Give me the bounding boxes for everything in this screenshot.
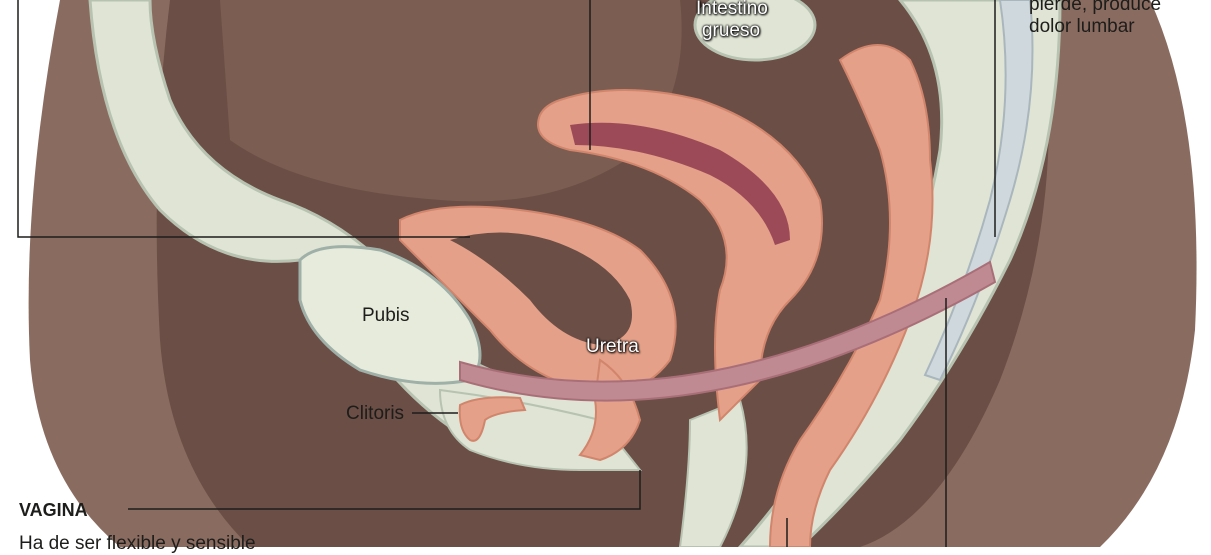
label-vagina-heading: VAGINA (19, 499, 88, 521)
label-vagina-text: Ha de ser flexible y sensible (19, 533, 256, 555)
label-intestino: Intestino grueso (696, 0, 766, 42)
label-lumbar-line1: pierde, produce (1029, 0, 1209, 16)
label-lumbar-line2: dolor lumbar (1029, 16, 1209, 38)
label-intestino-line1: Intestino (696, 0, 766, 20)
label-clitoris: Clitoris (346, 403, 404, 425)
label-lumbar: pierde, produce dolor lumbar (1029, 0, 1209, 38)
label-pubis: Pubis (362, 305, 410, 327)
label-intestino-line2: grueso (696, 20, 766, 42)
label-uretra: Uretra (586, 336, 639, 358)
